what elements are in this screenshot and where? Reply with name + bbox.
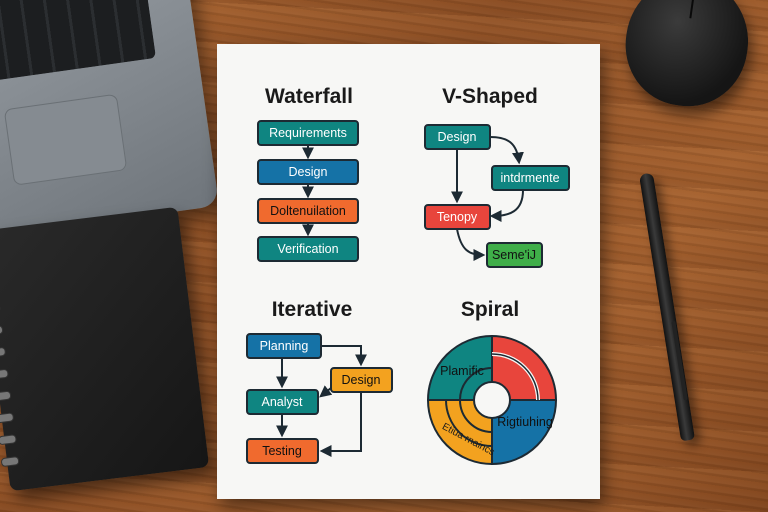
waterfall-step: Doltenuilation: [257, 198, 359, 224]
vshaped-arrow: [456, 228, 486, 261]
vshaped-step-label: Design: [438, 130, 477, 144]
notebook-ring: [0, 390, 12, 402]
spiral-ring: [459, 399, 493, 433]
spiral-quadrant-blue: [491, 399, 558, 466]
laptop-trackpad: [3, 93, 128, 186]
spiral-ring: [491, 353, 539, 401]
diagrams-svg: Waterfall Requirements Design Doltenuila…: [246, 85, 570, 466]
spiral-label: Rigtiuhing: [497, 415, 553, 429]
iterative-step-label: Design: [342, 373, 381, 387]
iterative-step: Testing: [246, 438, 319, 464]
spiral-label: Plamific: [440, 364, 484, 378]
iterative-step: Design: [330, 367, 393, 393]
notebook-ring: [0, 368, 9, 380]
spiral-diagram: Plamific Rigtiuhing Etiua rnaincs: [426, 334, 558, 466]
vshaped-step-label: Tenopy: [437, 210, 478, 224]
iterative-step: Analyst: [246, 389, 319, 415]
vshaped-step-label: intdrmente: [500, 171, 559, 185]
mouse-button-divider: [689, 0, 697, 19]
spiral-ring: [445, 399, 493, 447]
spiral-center: [473, 381, 511, 419]
notebook-ring: [0, 456, 20, 468]
notebook-ring: [0, 412, 15, 424]
iterative-step: Planning: [246, 333, 322, 359]
waterfall-step-label: Verification: [277, 242, 338, 256]
vshaped-step: Tenopy: [424, 204, 491, 230]
iterative-step-label: Planning: [260, 339, 309, 353]
waterfall-step: Verification: [257, 236, 359, 262]
spiral-title: Spiral: [461, 298, 519, 321]
iterative-step-label: Testing: [262, 444, 302, 458]
vshaped-step: Seme'iJ: [486, 242, 543, 268]
iterative-step-label: Analyst: [262, 395, 304, 409]
waterfall-step-label: Requirements: [269, 126, 347, 140]
waterfall-title: Waterfall: [265, 85, 353, 108]
vshaped-arrow: [489, 189, 524, 222]
waterfall-step-label: Design: [289, 165, 328, 179]
iterative-arrow: [319, 385, 333, 398]
iterative-arrow: [321, 345, 367, 367]
laptop-keyboard: [0, 0, 157, 82]
vshaped-arrow: [489, 136, 524, 165]
vshaped-step: Design: [424, 124, 491, 150]
waterfall-step: Requirements: [257, 120, 359, 146]
notebook-ring: [0, 303, 1, 315]
paper-sheet: Waterfall Requirements Design Doltenuila…: [217, 44, 600, 499]
spiral-ring: [459, 367, 493, 401]
iterative-title: Iterative: [272, 298, 353, 321]
notebook: [0, 206, 210, 492]
spiral-quadrant-teal: [426, 334, 493, 401]
vshaped-title: V-Shaped: [442, 85, 538, 108]
vshaped-step-label: Seme'iJ: [492, 248, 536, 262]
notebook-ring: [0, 324, 4, 337]
notebook-ring: [0, 434, 17, 446]
waterfall-step-label: Doltenuilation: [270, 204, 346, 218]
vshaped-step: intdrmente: [491, 165, 570, 191]
waterfall-step: Design: [257, 159, 359, 185]
laptop: [0, 0, 220, 242]
notebook-ring: [0, 346, 7, 358]
iterative-arrow: [319, 392, 362, 457]
